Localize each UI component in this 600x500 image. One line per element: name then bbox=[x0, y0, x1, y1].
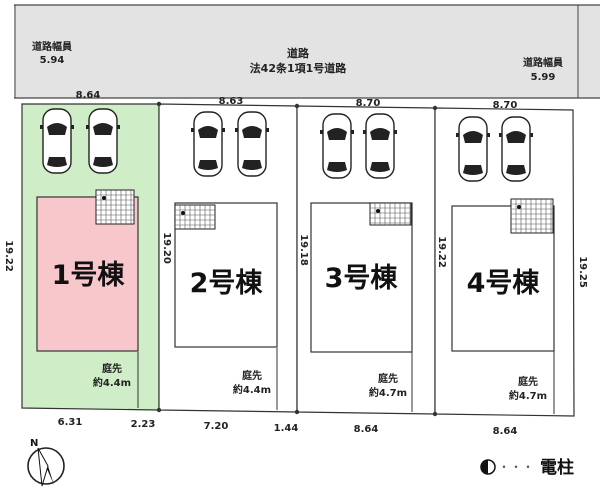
building-3 bbox=[310, 202, 413, 353]
road-width-right-value: 5.99 bbox=[531, 72, 556, 83]
lot-4-yard-depth: 約4.7m bbox=[509, 389, 547, 402]
bottom-dim-5: 8.64 bbox=[354, 424, 379, 435]
utility-pole-label: 電柱 bbox=[540, 457, 574, 478]
legend-dots: ・・・ bbox=[498, 460, 534, 474]
lot-4-frontage: 8.70 bbox=[493, 100, 518, 111]
parked-car-icon bbox=[191, 111, 225, 177]
lot-4-depth: 19.22 bbox=[436, 236, 447, 268]
parked-car-icon bbox=[363, 113, 397, 179]
lot-4-yard-label: 庭先 bbox=[518, 375, 538, 388]
lot-1-yard-label: 庭先 bbox=[102, 362, 122, 375]
road-width-right-label: 道路幅員 bbox=[523, 56, 563, 69]
lot-1-frontage: 8.64 bbox=[76, 90, 101, 101]
balcony-grid bbox=[369, 202, 412, 226]
parked-car-icon bbox=[86, 108, 120, 174]
utility-pole-legend: ・・・ 電柱 bbox=[480, 457, 574, 478]
lot-3-frontage: 8.70 bbox=[356, 98, 381, 109]
boundary-marker bbox=[432, 105, 438, 111]
bottom-dim-2: 2.23 bbox=[131, 419, 156, 430]
bottom-dim-3: 7.20 bbox=[204, 421, 229, 432]
lot-3-yard-label: 庭先 bbox=[378, 372, 398, 385]
lot-2-frontage: 8.63 bbox=[219, 96, 244, 107]
balcony-grid bbox=[510, 198, 554, 234]
road-area bbox=[14, 5, 600, 98]
right-depth: 19.25 bbox=[577, 256, 588, 288]
boundary-marker bbox=[432, 411, 438, 417]
lot-2-depth: 19.20 bbox=[161, 232, 172, 264]
lot-3-depth: 19.18 bbox=[298, 234, 309, 266]
parked-car-icon bbox=[235, 111, 269, 177]
parked-car-icon bbox=[320, 113, 354, 179]
building-1-label: 1号棟 bbox=[52, 260, 126, 291]
balcony-grid bbox=[174, 204, 216, 230]
boundary-marker bbox=[156, 407, 162, 413]
lot-2-yard-depth: 約4.4m bbox=[233, 383, 271, 396]
parked-car-icon bbox=[456, 116, 490, 182]
building-2-label: 2号棟 bbox=[190, 268, 264, 299]
lot-3-yard-depth: 約4.7m bbox=[369, 386, 407, 399]
boundary-marker bbox=[294, 103, 300, 109]
lot-1-yard-depth: 約4.4m bbox=[93, 376, 131, 389]
bottom-dim-4: 1.44 bbox=[274, 423, 299, 434]
parked-car-icon bbox=[40, 108, 74, 174]
road-title: 道路 bbox=[287, 46, 310, 60]
boundary-marker bbox=[294, 409, 300, 415]
building-3-label: 3号棟 bbox=[325, 263, 399, 294]
lot-2-yard-label: 庭先 bbox=[242, 369, 262, 382]
north-label: N bbox=[30, 438, 38, 449]
north-arrow-icon: N bbox=[27, 438, 65, 487]
road-width-left-value: 5.94 bbox=[40, 55, 65, 66]
road-width-left-label: 道路幅員 bbox=[32, 40, 72, 53]
lot-1-depth: 19.22 bbox=[3, 240, 14, 272]
bottom-dim-6: 8.64 bbox=[493, 426, 518, 437]
bottom-dim-1: 6.31 bbox=[58, 417, 83, 428]
parked-car-icon bbox=[499, 116, 533, 182]
balcony-grid bbox=[95, 189, 135, 225]
boundary-marker bbox=[156, 101, 162, 107]
building-4-label: 4号棟 bbox=[467, 268, 541, 299]
road-subtitle: 法42条1項1号道路 bbox=[250, 61, 348, 75]
